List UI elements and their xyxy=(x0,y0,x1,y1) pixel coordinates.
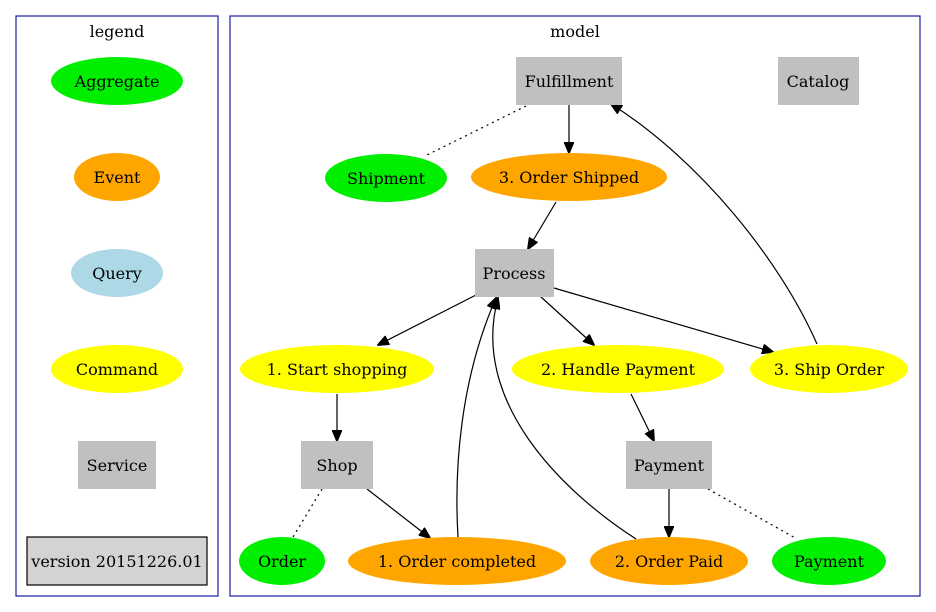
legend-service-label: Service xyxy=(87,456,148,475)
node-order-completed: 1. Order completed xyxy=(348,537,566,585)
node-order-label: Order xyxy=(258,552,306,571)
legend-command: Command xyxy=(51,345,183,393)
node-order-shipped-label: 3. Order Shipped xyxy=(499,168,639,187)
model-title: model xyxy=(550,22,600,41)
node-shipment-label: Shipment xyxy=(347,169,426,188)
node-order: Order xyxy=(239,537,325,585)
version-box: version 20151226.01 xyxy=(26,536,208,586)
node-ship-order: 3. Ship Order xyxy=(750,345,908,393)
node-fulfillment: Fulfillment xyxy=(516,57,622,105)
node-handle-payment: 2. Handle Payment xyxy=(512,345,724,393)
node-catalog: Catalog xyxy=(778,57,859,105)
node-process: Process xyxy=(475,249,554,297)
edge-fulfillment-shipment xyxy=(424,105,527,157)
edge-shop-order-completed xyxy=(366,488,430,538)
legend-aggregate: Aggregate xyxy=(51,57,183,105)
node-order-completed-label: 1. Order completed xyxy=(378,552,536,571)
node-order-shipped: 3. Order Shipped xyxy=(471,153,667,201)
node-shop-label: Shop xyxy=(316,456,357,475)
edge-ship-order-fulfillment xyxy=(611,104,818,345)
node-payment-service-label: Payment xyxy=(634,456,705,475)
legend-cluster: legend Aggregate Event Query Command Ser… xyxy=(15,15,219,597)
node-ship-order-label: 3. Ship Order xyxy=(774,360,885,379)
edges xyxy=(292,104,818,540)
legend-event-label: Event xyxy=(94,168,141,187)
legend-query: Query xyxy=(71,249,163,297)
legend-aggregate-label: Aggregate xyxy=(74,72,160,91)
edge-order-completed-process xyxy=(456,298,496,538)
node-payment-service: Payment xyxy=(626,441,712,489)
node-order-paid-label: 2. Order Paid xyxy=(615,552,724,571)
node-shop: Shop xyxy=(301,441,373,489)
node-fulfillment-label: Fulfillment xyxy=(525,72,614,91)
edge-process-handle-payment xyxy=(540,296,594,345)
legend-event: Event xyxy=(74,153,160,201)
edge-order-paid-process xyxy=(493,298,637,540)
edge-payment-payment-aggregate xyxy=(707,488,798,540)
nodes: Fulfillment Catalog Shipment 3. Order Sh… xyxy=(239,57,908,585)
legend-query-label: Query xyxy=(92,264,142,283)
version-label: version 20151226.01 xyxy=(30,552,202,571)
node-start-shopping: 1. Start shopping xyxy=(240,345,434,393)
legend-command-label: Command xyxy=(76,360,158,379)
edge-handle-payment-payment xyxy=(630,393,654,441)
node-handle-payment-label: 2. Handle Payment xyxy=(541,360,696,379)
node-process-label: Process xyxy=(483,264,546,283)
node-payment-aggregate-label: Payment xyxy=(794,552,865,571)
node-order-paid: 2. Order Paid xyxy=(590,537,748,585)
model-cluster: model xyxy=(229,15,921,597)
node-payment-aggregate: Payment xyxy=(772,537,886,585)
node-start-shopping-label: 1. Start shopping xyxy=(267,360,408,379)
edge-order-shipped-process xyxy=(528,201,557,249)
legend-title: legend xyxy=(90,22,145,41)
node-catalog-label: Catalog xyxy=(787,72,850,91)
edge-process-ship-order xyxy=(553,287,773,352)
edge-process-start-shopping xyxy=(378,294,477,345)
node-shipment: Shipment xyxy=(325,154,447,202)
legend-service: Service xyxy=(78,441,156,489)
